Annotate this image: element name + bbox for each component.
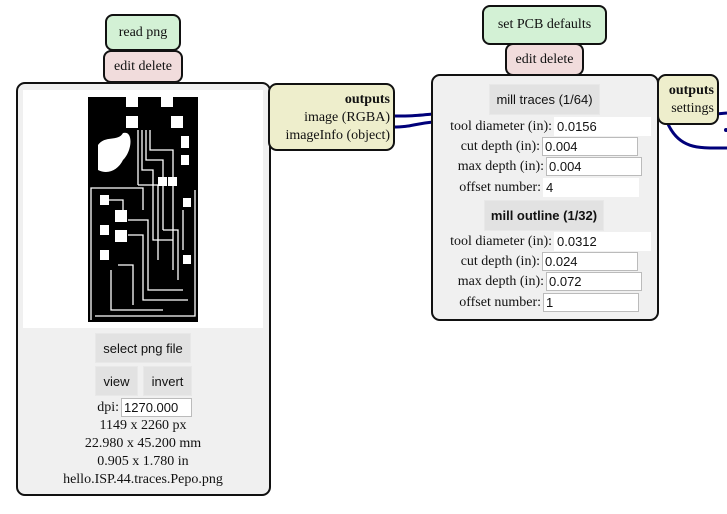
traces-offset-number-input[interactable]: 4 — [543, 178, 639, 197]
traces-max-depth-input[interactable]: 0.004 — [546, 157, 642, 176]
outputs-title: outputs — [344, 92, 390, 107]
traces-tool-diameter-label: tool diameter (in): — [450, 119, 552, 134]
module-title: set PCB defaults — [497, 17, 592, 32]
traces-cut-depth-input[interactable]: 0.004 — [542, 137, 638, 156]
select-png-file-button[interactable]: select png file — [95, 333, 191, 363]
outline-offset-number-label: offset number: — [459, 295, 541, 310]
edit-delete-label: edit delete — [515, 51, 574, 67]
output-settings[interactable]: settings — [671, 101, 714, 116]
outline-max-depth-input[interactable]: 0.072 — [546, 272, 642, 291]
size-mm: 22.980 x 45.200 mm — [84, 436, 202, 451]
outline-cut-depth-input[interactable]: 0.024 — [542, 252, 638, 271]
output-imageinfo[interactable]: imageInfo (object) — [285, 128, 390, 143]
outline-max-depth-label: max depth (in): — [457, 274, 544, 289]
dpi-label: dpi: — [97, 400, 119, 415]
view-button[interactable]: view — [95, 366, 138, 396]
module-title: read png — [118, 24, 168, 40]
traces-cut-depth-label: cut depth (in): — [460, 139, 540, 154]
traces-tool-diameter-input[interactable]: 0.0156 — [554, 117, 651, 136]
image-preview — [23, 90, 263, 328]
read-png-outputs: outputs image (RGBA) imageInfo (object) — [268, 83, 395, 151]
outline-tool-diameter-input[interactable]: 0.0312 — [554, 232, 651, 251]
pcb-defaults-edit-delete[interactable]: edit delete — [505, 43, 584, 76]
pcb-defaults-outputs: outputs settings — [657, 74, 719, 125]
read-png-edit-delete[interactable]: edit delete — [103, 50, 183, 83]
mill-traces-button[interactable]: mill traces (1/64) — [489, 84, 600, 115]
size-px: 1149 x 2260 px — [99, 418, 187, 433]
mill-outline-button[interactable]: mill outline (1/32) — [484, 200, 604, 231]
filename: hello.ISP.44.traces.Pepo.png — [63, 472, 223, 487]
read-png-title[interactable]: read png — [105, 14, 181, 51]
outputs-title: outputs — [668, 83, 714, 98]
size-in: 0.905 x 1.780 in — [97, 454, 189, 469]
traces-offset-number-label: offset number: — [459, 180, 541, 195]
invert-button[interactable]: invert — [143, 366, 192, 396]
traces-max-depth-label: max depth (in): — [457, 159, 544, 174]
edit-delete-label: edit delete — [114, 58, 172, 74]
outline-cut-depth-label: cut depth (in): — [460, 254, 540, 269]
dpi-input[interactable]: 1270.000 — [121, 398, 192, 417]
pcb-defaults-title[interactable]: set PCB defaults — [482, 5, 607, 45]
pcb-traces-image — [88, 97, 198, 322]
output-image[interactable]: image (RGBA) — [304, 110, 390, 125]
outline-tool-diameter-label: tool diameter (in): — [450, 234, 552, 249]
outline-offset-number-input[interactable]: 1 — [543, 293, 639, 312]
